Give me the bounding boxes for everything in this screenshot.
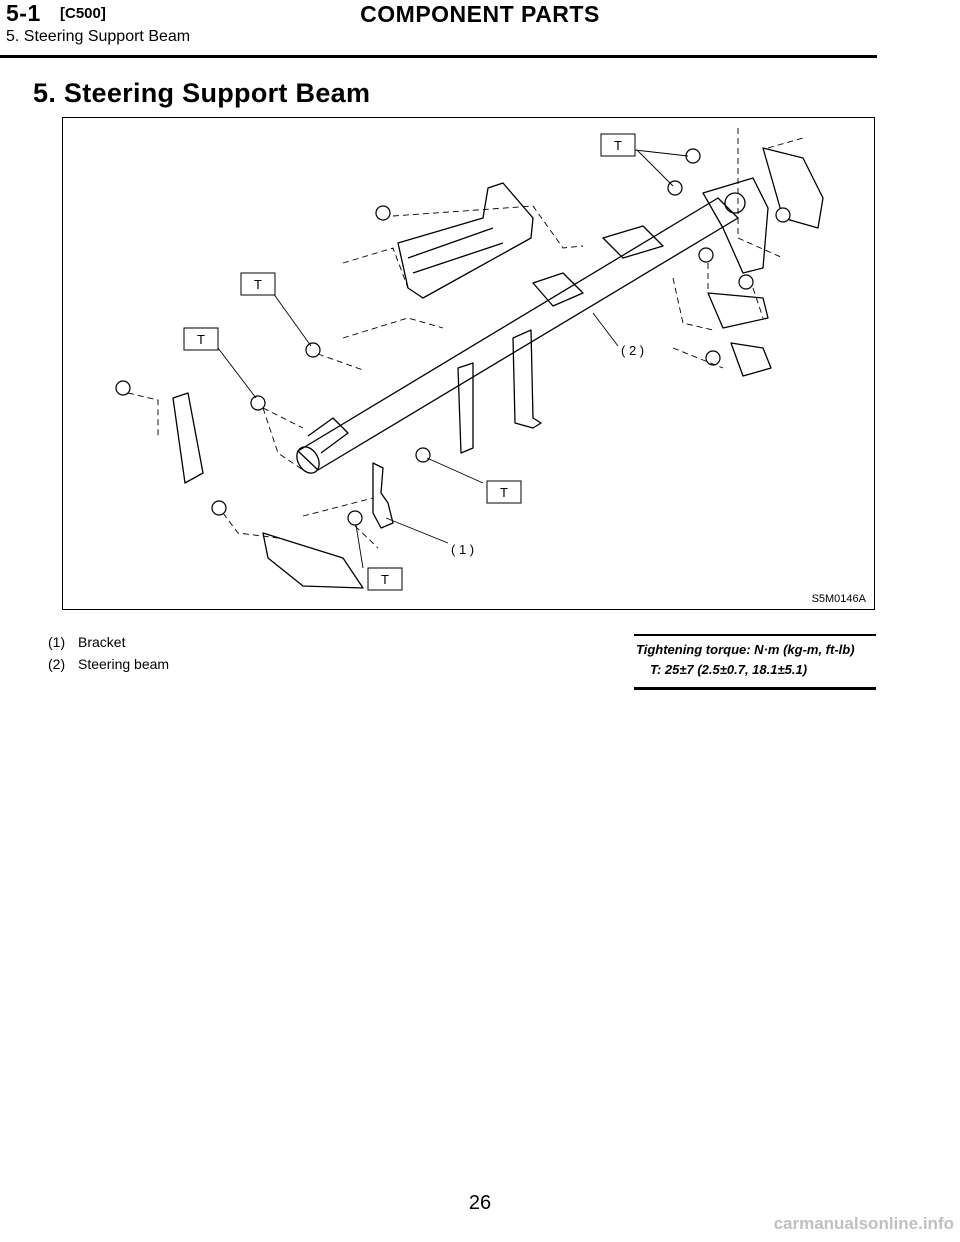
lower-right-bracket-b — [730, 342, 772, 377]
torque-callout: T — [381, 572, 389, 587]
section-code: 5-1 — [6, 0, 41, 26]
nut-icon — [698, 247, 714, 263]
nut-icon — [250, 395, 266, 411]
lower-right-bracket-a — [707, 292, 769, 329]
bolt-icon — [347, 510, 363, 526]
legend-label: Bracket — [78, 634, 126, 650]
bolt-icon — [375, 205, 391, 221]
steering-beam-tube — [297, 197, 739, 471]
header-rule — [0, 55, 877, 58]
torque-callout: T — [614, 138, 622, 153]
left-end-bracket — [172, 392, 204, 484]
bracket-1 — [372, 462, 394, 529]
top-duct — [397, 182, 534, 299]
exploded-diagram: T T T T T ( 2 ) ( 1 ) S5M0146A — [62, 117, 875, 610]
torque-callout: T — [254, 277, 262, 292]
section-subtitle: 5. Steering Support Beam — [6, 28, 191, 45]
torque-value: T: 25±7 (2.5±0.7, 18.1±5.1) — [650, 662, 808, 677]
bolt-icon — [305, 342, 321, 358]
legend-item: (1) Bracket — [48, 631, 169, 653]
torque-spec-box: Tightening torque: N·m (kg-m, ft-lb) T: … — [634, 634, 876, 690]
bolt-icon — [685, 148, 701, 164]
legend-item: (2) Steering beam — [48, 653, 169, 675]
legend-label: Steering beam — [78, 656, 170, 672]
item-2-callout: ( 2 ) — [621, 343, 644, 358]
lower-left-bracket — [262, 532, 364, 589]
nut-icon — [775, 207, 791, 223]
nut-icon — [115, 380, 131, 396]
nut-icon — [738, 274, 754, 290]
vertical-brace-left — [512, 329, 542, 429]
page-number: 26 — [468, 1192, 492, 1214]
nut-icon — [415, 447, 431, 463]
nut-icon — [211, 500, 227, 516]
item-1-callout: ( 1 ) — [451, 542, 474, 557]
nut-icon — [705, 350, 721, 366]
section-title: COMPONENT PARTS — [360, 1, 600, 27]
legend-number: (2) — [48, 656, 66, 672]
torque-heading: Tightening torque: N·m (kg-m, ft-lb) — [636, 642, 855, 657]
torque-callout: T — [197, 332, 205, 347]
parts-legend: (1) Bracket (2) Steering beam — [48, 631, 169, 675]
section-tag: [C500] — [60, 5, 106, 22]
torque-callout: T — [500, 485, 508, 500]
legend-number: (1) — [48, 634, 66, 650]
right-end-bracket — [702, 177, 769, 274]
page-title: 5. Steering Support Beam — [33, 78, 371, 108]
figure-code: S5M0146A — [811, 593, 866, 605]
watermark-logo: carmanualsonline.info — [773, 1214, 954, 1233]
vertical-brace-mid — [457, 362, 474, 454]
right-side-panel — [762, 147, 824, 229]
diagram-drawing: T T T T T ( 2 ) ( 1 ) — [115, 128, 824, 591]
